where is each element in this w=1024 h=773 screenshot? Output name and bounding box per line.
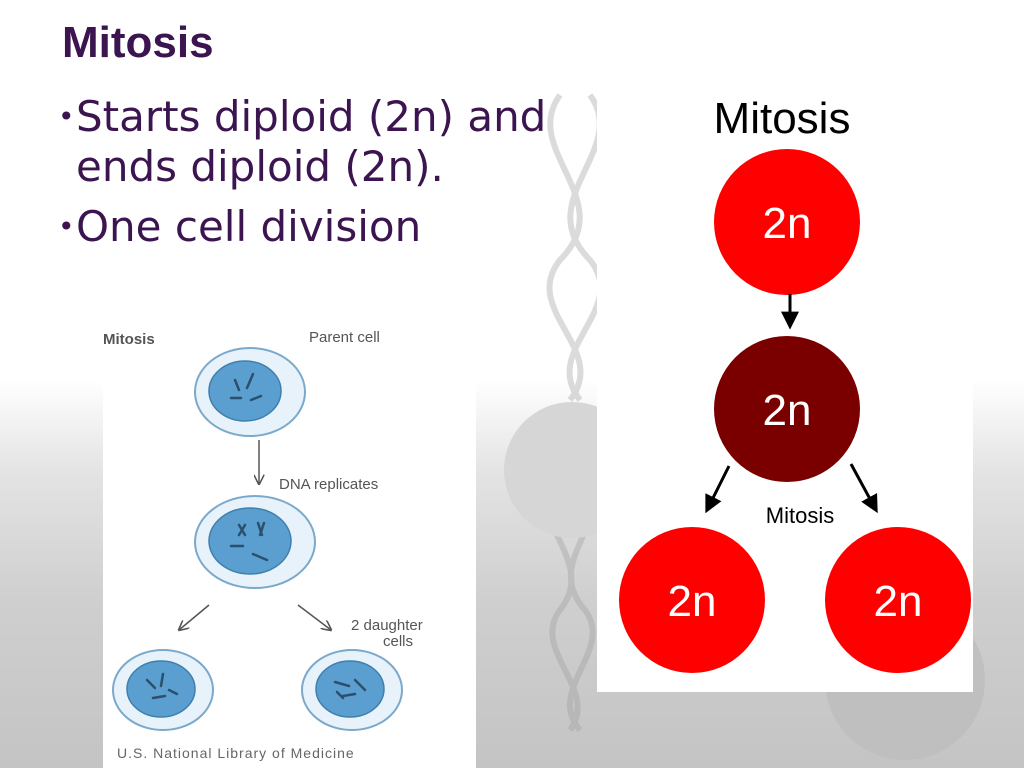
left-split-arrow-icon [705, 465, 731, 514]
parent-2n-cell [714, 149, 860, 295]
image-credit: U.S. National Library of Medicine [117, 745, 355, 761]
slide-title: Mitosis [62, 18, 214, 67]
replicated-2n-cell [714, 336, 860, 482]
daughter-cells-label: 2 daughter [351, 617, 423, 634]
parent-cell-label: Parent cell [309, 329, 380, 346]
bullet-list: • Starts diploid (2n) and ends diploid (… [58, 92, 598, 262]
replicated-2n-label: 2n [763, 386, 812, 435]
parent-cell [194, 347, 306, 437]
bullet-text-line: Starts diploid (2n) and [76, 92, 547, 141]
mitosis-illustration: Mitosis Parent cell DNA replicates 2 dau… [103, 329, 423, 761]
bullet-dot-icon: • [58, 210, 75, 243]
right-split-arrow-icon [849, 463, 878, 514]
daughter-2n-cell [619, 527, 765, 673]
mitosis-process-label: Mitosis [766, 503, 834, 528]
bullet-text-line: ends diploid (2n). [76, 142, 444, 191]
daughter-2n-label: 2n [874, 577, 923, 626]
illustration-heading: Mitosis [103, 331, 155, 348]
mitosis-illustration-panel: Mitosis Parent cell DNA replicates 2 dau… [103, 318, 476, 768]
daughter-cell [301, 649, 403, 731]
daughter-cells-label-line2: cells [383, 633, 413, 650]
bullet-item: • One cell division [58, 202, 598, 252]
daughter-2n-cell [825, 527, 971, 673]
parent-2n-label: 2n [763, 199, 812, 248]
right-down-arrow-icon [297, 604, 331, 630]
left-down-arrow-icon [179, 604, 210, 630]
bullet-dot-icon: • [58, 100, 75, 133]
replicated-cell [194, 495, 316, 589]
bullet-item: • Starts diploid (2n) and ends diploid (… [58, 92, 598, 192]
flow-heading: Mitosis [714, 94, 851, 143]
daughter-2n-label: 2n [668, 577, 717, 626]
diploid-flow-panel: Mitosis 2n 2n Mitosis 2n 2n [597, 70, 973, 692]
dna-replicates-label: DNA replicates [279, 476, 378, 493]
daughter-cell [112, 649, 214, 731]
diploid-flow-diagram: Mitosis 2n 2n Mitosis 2n 2n [619, 94, 971, 673]
bullet-text-line: One cell division [76, 202, 422, 251]
